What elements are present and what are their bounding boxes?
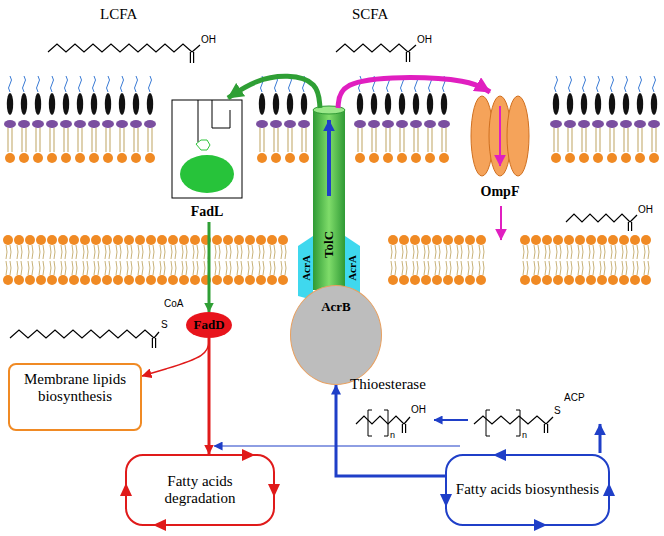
atom-label: ACP [564, 392, 585, 403]
protein-label: AcrA [300, 255, 312, 281]
atom-label: n [390, 431, 395, 441]
atom-label: CoA [164, 298, 183, 309]
node-text: FadL [191, 204, 224, 220]
pump-box: AcrB [290, 285, 382, 385]
node-text: Membrane lipids biosynthesis [16, 371, 134, 406]
annotation-label: Thioesterase [350, 376, 426, 393]
atom-label: OH [411, 404, 426, 415]
tolc-channel [313, 106, 345, 290]
node-text: Fatty acids biosynthesis [456, 481, 599, 498]
flow-arrow [142, 338, 209, 376]
cycle-box: Fatty acids biosynthesis [445, 454, 610, 526]
node-text: TolC [322, 231, 337, 258]
node-text: OmpF [481, 184, 520, 200]
atom-label: OH [201, 34, 216, 45]
flow-arrow [228, 76, 320, 108]
atom-label: OH [638, 204, 653, 215]
transporter-label: FadL [172, 98, 242, 222]
annotation-label: SCFA [352, 6, 388, 23]
enzyme-ellipse: FadD [186, 312, 232, 338]
flow-arrow [338, 78, 490, 108]
atom-label: S [554, 405, 561, 416]
atom-label: OH [417, 34, 432, 45]
node-text: Fatty acids degradation [135, 473, 265, 508]
fatty-acid-structures [10, 44, 637, 436]
fadl-protein [172, 100, 242, 198]
channel-label: TolC [313, 108, 345, 278]
flow-arrow [208, 338, 211, 454]
protein-label: AcrA [346, 255, 358, 281]
porin-label: OmpF [462, 92, 538, 202]
node-text: AcrB [321, 300, 351, 315]
process-box: Membrane lipids biosynthesis [8, 363, 142, 431]
annotation-label: LCFA [100, 6, 137, 23]
flow-arrow [208, 222, 211, 312]
cycle-box: Fatty acids degradation [125, 454, 275, 526]
flow-arrow [336, 385, 445, 476]
node-text: FadD [193, 318, 224, 333]
atom-label: n [522, 431, 527, 441]
atom-label: S [161, 319, 168, 330]
ompf-porin [471, 96, 529, 240]
